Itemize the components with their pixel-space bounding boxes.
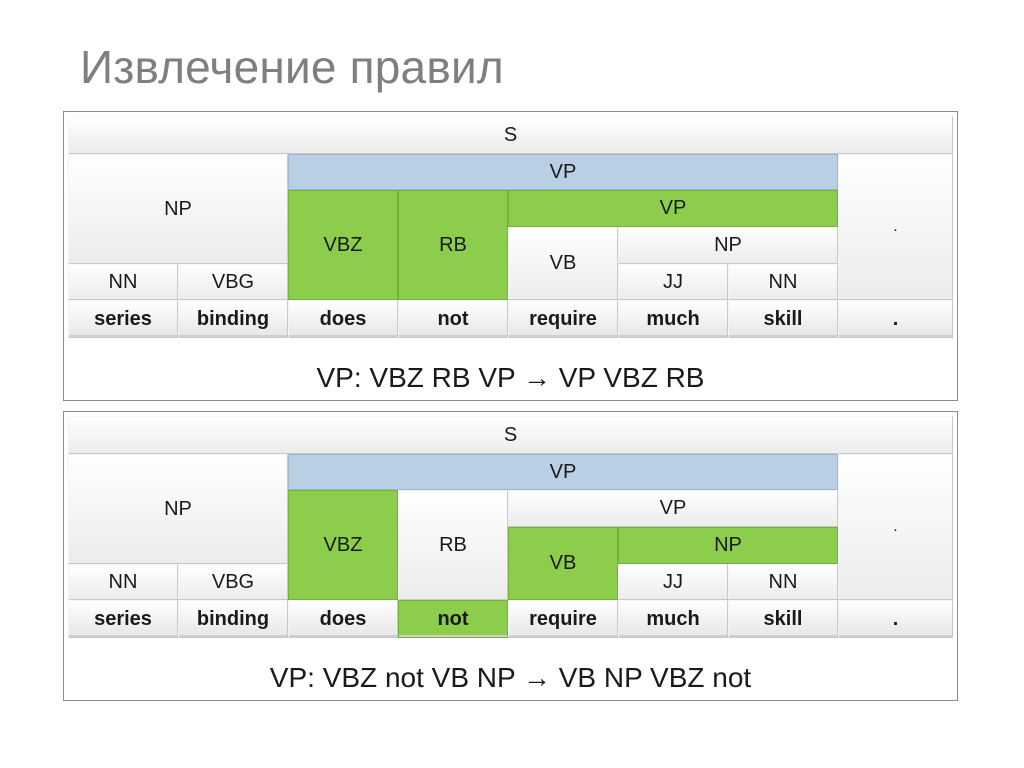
node-np-subject: NP xyxy=(68,454,288,564)
word-cell: require xyxy=(508,600,618,638)
node-vp-main: VP xyxy=(288,454,838,490)
node-nn-2: NN xyxy=(728,564,838,600)
word-cell: require xyxy=(508,300,618,338)
rule-panel-1: S NP VP . VBZ RB VP VB NP NN VBG JJ NN s… xyxy=(63,111,958,401)
word-cell: not xyxy=(398,600,508,638)
rule-panel-2: S NP VP . VBZ RB VP VB NP NN VBG JJ NN s… xyxy=(63,411,958,701)
node-vbg: VBG xyxy=(178,564,288,600)
node-jj: JJ xyxy=(618,564,728,600)
rule-text-1: VP: VBZ RB VP → VP VBZ RB xyxy=(316,362,705,393)
word-cell: skill xyxy=(728,300,838,338)
word-cell: binding xyxy=(178,300,288,338)
word-cell: . xyxy=(838,600,953,638)
word-cell: not xyxy=(398,300,508,338)
word-cell: . xyxy=(838,300,953,338)
word-cell: skill xyxy=(728,600,838,638)
node-s: S xyxy=(68,116,953,154)
rule-text-2: VP: VBZ not VB NP → VB NP VBZ not xyxy=(269,662,752,693)
node-nn-1: NN xyxy=(68,564,178,600)
node-vb: VB xyxy=(508,227,618,300)
slide-title: Извлечение правил xyxy=(80,41,504,93)
node-vbz: VBZ xyxy=(288,490,398,600)
node-vbg: VBG xyxy=(178,264,288,300)
node-punct: . xyxy=(838,454,953,600)
word-cell: much xyxy=(618,300,728,338)
node-vp-main: VP xyxy=(288,154,838,190)
parse-tree-table-2: S NP VP . VBZ RB VP VB NP NN VBG JJ NN s… xyxy=(68,416,953,644)
node-nn-1: NN xyxy=(68,264,178,300)
word-cell: series xyxy=(68,300,178,338)
node-np-object: NP xyxy=(618,527,838,564)
node-s: S xyxy=(68,416,953,454)
node-np-object: NP xyxy=(618,227,838,264)
node-vb: VB xyxy=(508,527,618,600)
word-cell: does xyxy=(288,600,398,638)
parse-tree-table-1: S NP VP . VBZ RB VP VB NP NN VBG JJ NN s… xyxy=(68,116,953,344)
node-rb: RB xyxy=(398,490,508,600)
word-cell: binding xyxy=(178,600,288,638)
node-np-subject: NP xyxy=(68,154,288,264)
node-rb: RB xyxy=(398,190,508,300)
node-vp-inner: VP xyxy=(508,490,838,527)
node-vp-inner: VP xyxy=(508,190,838,227)
node-nn-2: NN xyxy=(728,264,838,300)
word-cell: series xyxy=(68,600,178,638)
node-jj: JJ xyxy=(618,264,728,300)
node-punct: . xyxy=(838,154,953,300)
word-cell: much xyxy=(618,600,728,638)
node-vbz: VBZ xyxy=(288,190,398,300)
word-cell: does xyxy=(288,300,398,338)
